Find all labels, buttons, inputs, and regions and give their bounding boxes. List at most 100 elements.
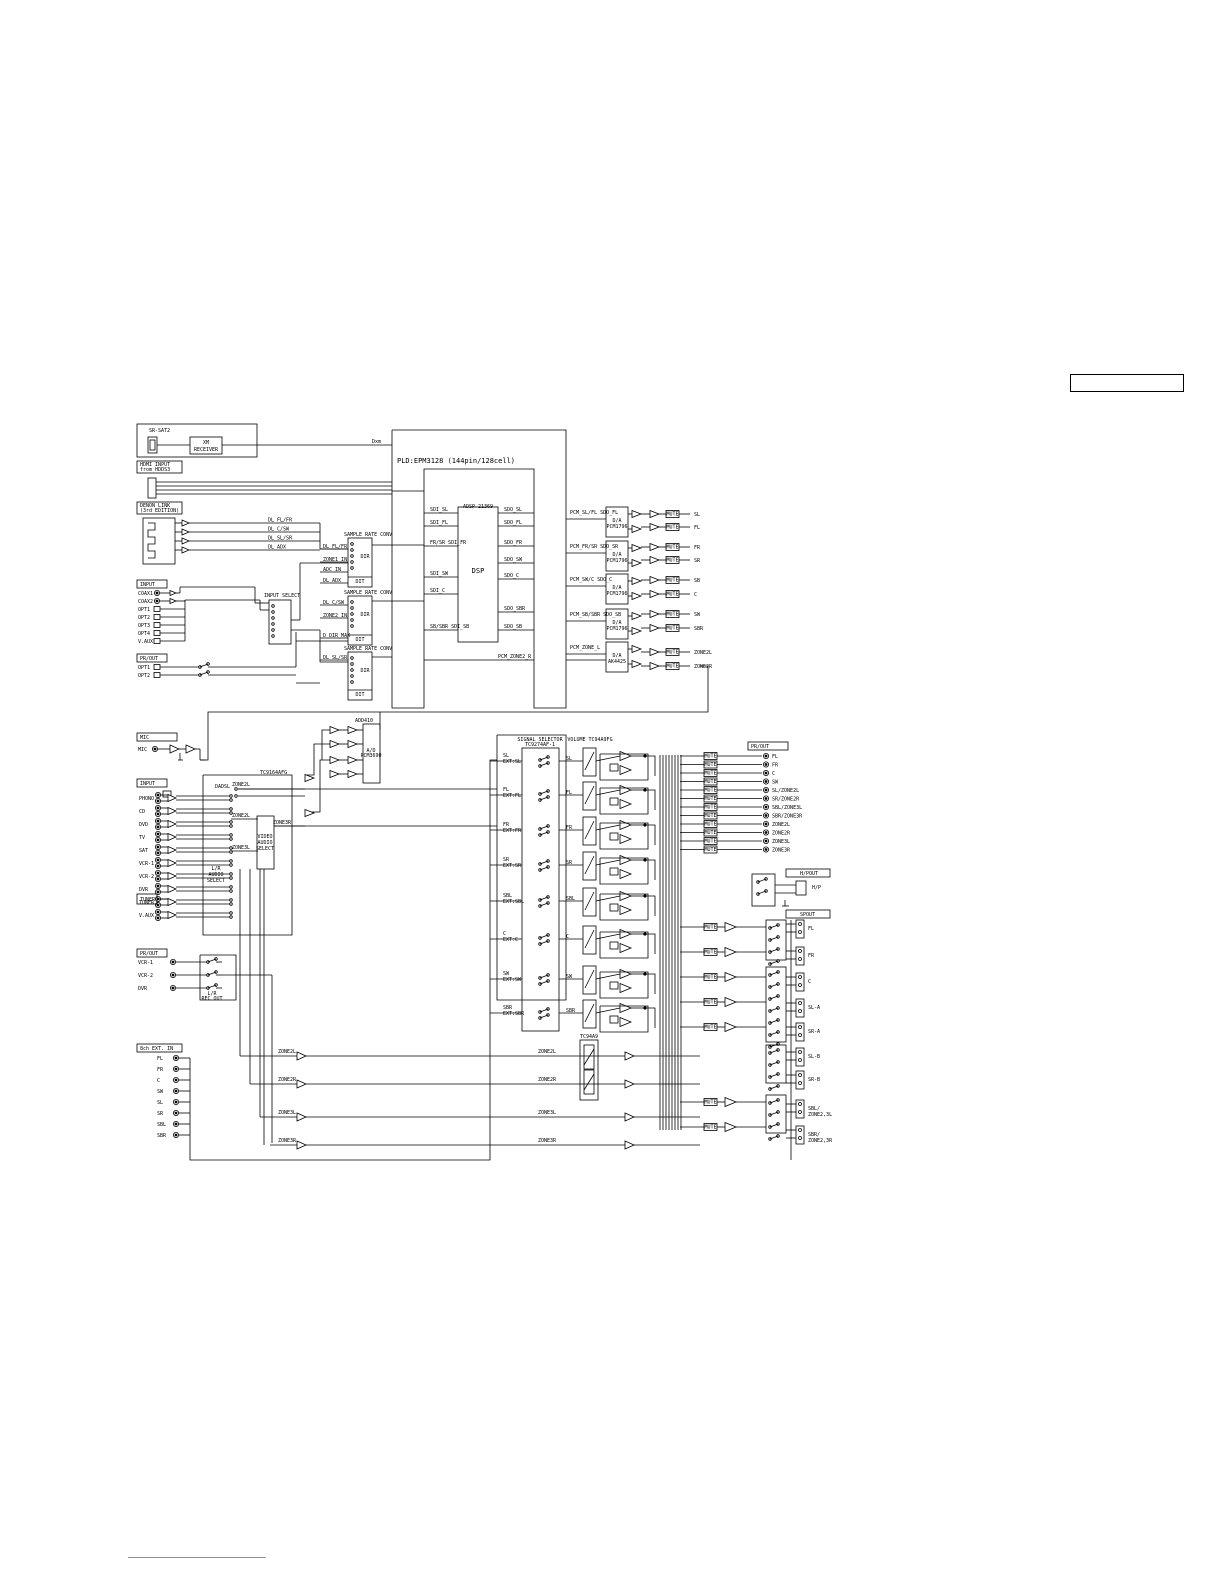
pr-out-right-item: ZONE3R [772,848,791,854]
speaker-terminal-icon [795,998,805,1018]
selector-input-label: FR [503,822,510,828]
digital-input-label: COAX2 [138,599,153,605]
jack-center [764,797,768,800]
switch-contact [271,634,275,638]
mute-label: MUTE [666,558,678,564]
amplifier-symbol [347,769,359,779]
channel-frame [599,893,649,921]
ext-input-label: SL [157,1100,163,1106]
dsp-output-label: SDO_FR [504,540,523,546]
adc-label: A/D [366,748,375,754]
amplifier-symbol [619,928,633,940]
switch [769,936,779,941]
selector-ext-label: EXT:FR [503,828,522,834]
volume-element [582,999,597,1029]
amp-out-wire [645,755,656,776]
amplifier-symbol [619,868,633,880]
amplifier-symbol [619,968,633,980]
switch [539,1014,549,1019]
switch [207,958,217,963]
denon-link-pins [147,522,156,559]
amplifier-symbol [631,644,643,654]
digital-input-label: OPT4 [138,631,150,637]
adc-wire [305,743,330,776]
pr-out-right-item: SW [772,780,779,786]
terminal-screw [798,1136,802,1140]
amp-out-wire [645,859,656,880]
amplifier-symbol [181,528,191,536]
amplifier-symbol [329,739,341,749]
amplifier-symbol [649,575,661,585]
analog-input-label: DVR [139,887,149,893]
amplifier-symbol [296,1051,307,1061]
jack-center [764,848,768,851]
pr-out-box-top [136,653,168,663]
amplifier-symbol [296,1112,307,1122]
dir-label: DIR [360,554,370,560]
amplifier-symbol [167,845,177,855]
feedback-box [609,797,619,806]
jack-center [174,1078,178,1082]
mute-label: MUTE [704,813,716,819]
amplifier-symbol [619,1002,633,1014]
switch-contact [229,837,233,841]
xm-receiver-block [189,436,223,455]
amplifier-symbol [167,832,177,842]
speaker-terminal-icon [795,1125,805,1145]
denon-signal-label: DL ADX [268,545,286,551]
switch-contact [229,846,233,850]
dir-input-label: ADC IN [323,567,341,573]
switch [757,878,767,883]
amplifier-symbol [724,971,738,983]
dac-block [605,641,629,673]
amplifier-symbol [181,546,191,554]
tc-label: TC9164AFG [260,770,287,776]
volume-element [582,925,597,955]
audio-select-label: L/R [211,866,221,872]
switch [769,1031,779,1036]
amplifier-symbol [347,755,359,765]
jack-center [764,754,768,758]
switch [769,1123,779,1128]
volume-arrow [584,820,595,840]
jack-center [156,851,160,855]
pld-zone-label: PCM_ZONE2_R [498,654,532,660]
src-label: SAMPLE RATE CONV [344,532,392,538]
terminal-screw [798,1033,802,1037]
terminal-screw [798,1050,802,1054]
dir-input-label: DL ADX [323,578,341,584]
amplifier-symbol [649,542,661,552]
selector-output-label: SR [566,860,573,866]
switch [769,948,779,953]
dir-label: DIR [360,612,370,618]
signal-selector-label: TC9274AF-1 [525,742,555,748]
dsp-input-label: SDI_SW [430,571,449,577]
switch-contact [271,622,275,626]
analog-input-label: SAT [139,848,148,854]
jack-center [156,838,160,842]
amplifier-symbol [296,1140,307,1150]
feedback-wire [200,665,709,761]
volume-arrow [584,969,595,989]
jack-center [764,763,768,766]
amplifier-symbol [619,890,633,902]
switch-contact [350,680,354,684]
jack-center [174,1067,178,1071]
terminal-screw [798,922,802,926]
digital-input-label: OPT1 [138,607,150,613]
dac-label: D/A [612,518,621,524]
mute-label: MUTE [704,830,716,836]
volume-label: VOLUME TC94A9FG [567,737,612,743]
switch-contact [229,911,233,915]
selector-ext-label: EXT:SL [503,759,521,765]
amplifier-symbol [619,764,633,776]
pr-out-right-box [747,741,789,751]
jack-center [764,771,768,775]
sirius-block [136,423,258,458]
switch-contact [350,656,354,660]
amplifier-symbol [724,996,738,1008]
amp-out-wire [645,973,656,994]
input-box-top [136,579,168,589]
ext-in-label: 8ch EXT. IN [140,1046,173,1052]
switch [769,960,779,965]
